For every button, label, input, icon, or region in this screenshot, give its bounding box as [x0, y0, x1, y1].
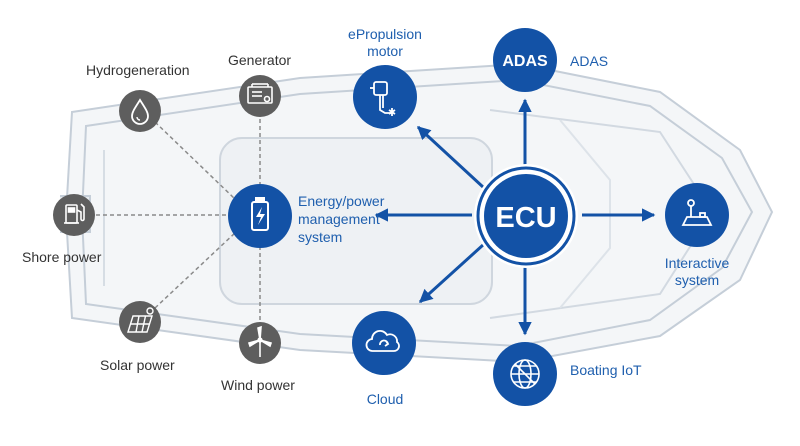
energy-system-label-line-1: Energy/power — [298, 193, 385, 209]
energy-system-node — [228, 184, 292, 248]
epropulsion-node — [353, 65, 417, 129]
source-hydrogeneration — [119, 90, 161, 132]
wind-power-label: Wind power — [221, 377, 295, 393]
arrow-to-epropulsion — [416, 125, 485, 189]
solar-panel-icon — [127, 307, 154, 333]
energy-system-label-line-3: system — [298, 229, 343, 245]
adas-badge: ADAS — [502, 53, 548, 70]
epropulsion-label: ePropulsion motor — [330, 26, 440, 60]
energy-system-label-line-2: management — [298, 211, 380, 227]
arrow-to-cloud — [418, 243, 485, 304]
interactive-label-line-1: Interactive — [664, 255, 730, 271]
ecu-label: ECU — [495, 202, 556, 234]
interactive-node — [665, 183, 729, 247]
interactive-label: Interactive system — [652, 255, 742, 289]
generator-label: Generator — [228, 52, 292, 68]
source-solar-power — [119, 301, 161, 343]
epropulsion-label-line-2: motor — [367, 43, 403, 59]
source-links — [96, 112, 261, 320]
globe-icon — [510, 359, 540, 389]
ecu-node: ECU — [474, 164, 578, 268]
cloud-node — [352, 311, 416, 375]
iot-label: Boating IoT — [570, 362, 642, 378]
iot-node — [493, 342, 557, 406]
solar-power-label: Solar power — [100, 357, 175, 373]
fuel-pump-icon — [64, 203, 85, 224]
outboard-motor-icon — [370, 81, 396, 116]
cloud-label: Cloud — [366, 391, 404, 407]
adas-label: ADAS — [570, 53, 609, 69]
energy-system-label: Energy/power management system — [298, 192, 384, 246]
source-wind-power — [239, 322, 281, 364]
ecu-arrows — [374, 98, 656, 336]
source-generator — [239, 75, 281, 117]
hydrogeneration-label: Hydrogeneration — [86, 62, 190, 78]
generator-icon — [247, 83, 273, 104]
interactive-label-line-2: system — [674, 272, 720, 288]
battery-charge-icon — [251, 197, 269, 231]
cloud-sync-icon — [365, 329, 400, 352]
epropulsion-label-line-1: ePropulsion — [348, 26, 422, 42]
water-drop-icon — [131, 98, 149, 125]
boat-outline — [60, 62, 774, 364]
source-shore-power — [53, 194, 95, 236]
joystick-icon — [681, 199, 713, 226]
wind-turbine-icon — [247, 325, 273, 357]
shore-power-label: Shore power — [22, 249, 102, 265]
adas-node: ADAS — [493, 28, 557, 92]
